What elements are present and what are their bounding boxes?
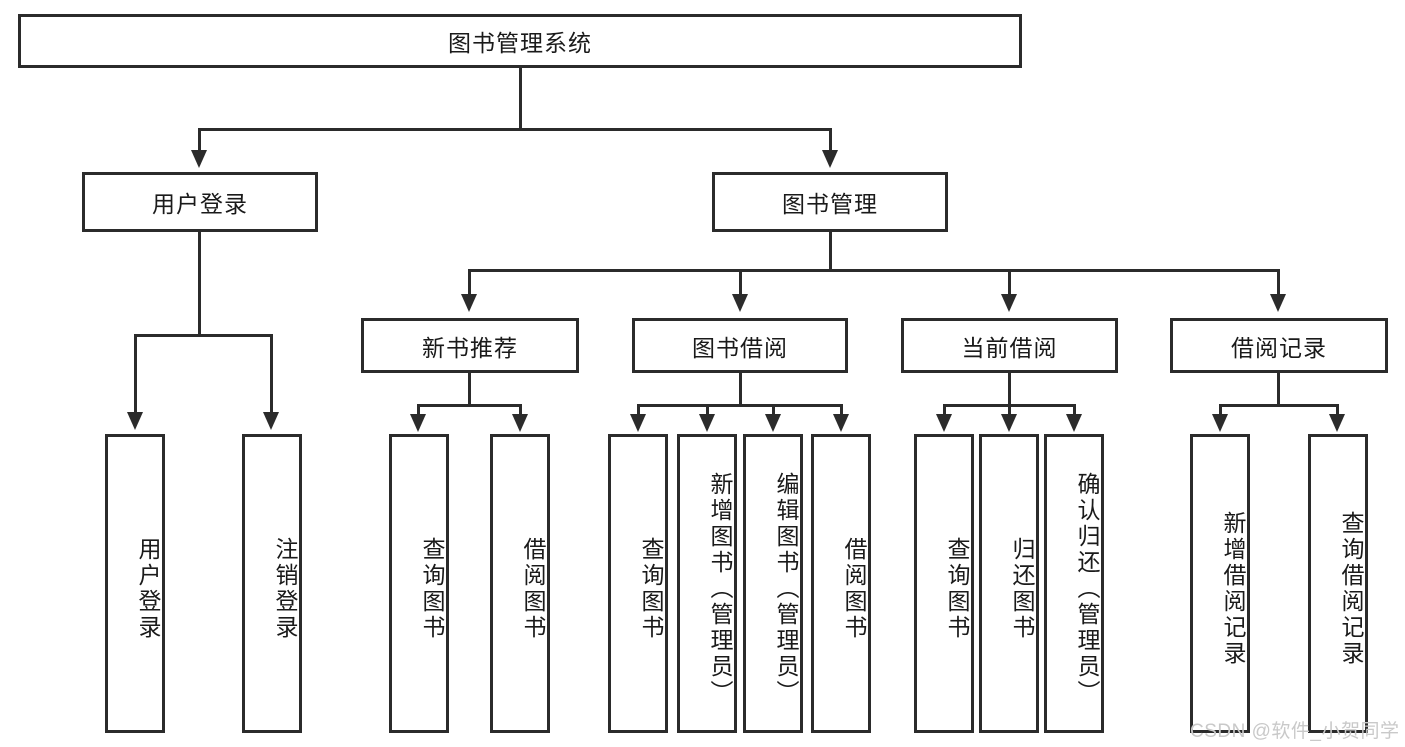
node-root[interactable]: 图书管理系统 bbox=[18, 14, 1022, 68]
edge-book-borrow-to-leaf-2 bbox=[706, 404, 709, 417]
node-leaf-borrow-book-2-label: 借阅图书 bbox=[841, 536, 867, 641]
node-leaf-confirm-return-label: 确认归还（管理员） bbox=[1074, 471, 1100, 706]
edge-borrow-record-to-leaf-1 bbox=[1219, 404, 1222, 417]
node-leaf-borrow-book-2[interactable]: 借阅图书 bbox=[811, 434, 871, 733]
edge-book-borrow-stem bbox=[739, 373, 742, 406]
arrow-new-book-to-leaf-1 bbox=[410, 414, 426, 432]
edge-book-borrow-to-leaf-3 bbox=[772, 404, 775, 417]
node-leaf-return-book[interactable]: 归还图书 bbox=[979, 434, 1039, 733]
node-leaf-query-book-1-label: 查询图书 bbox=[419, 536, 445, 641]
arrow-book-borrow-to-leaf-4 bbox=[833, 414, 849, 432]
node-leaf-query-record[interactable]: 查询借阅记录 bbox=[1308, 434, 1368, 733]
watermark-text: CSDN @软件_小贺同学 bbox=[1190, 721, 1400, 742]
edge-borrow-record-stem bbox=[1277, 373, 1280, 406]
edge-book-borrow-bus bbox=[637, 404, 843, 407]
arrow-book-manage-to-borrow-record bbox=[1270, 294, 1286, 312]
node-book-manage-label: 图书管理 bbox=[782, 191, 878, 217]
edge-user-login-to-leaf-1 bbox=[134, 334, 137, 414]
node-root-label: 图书管理系统 bbox=[448, 30, 592, 56]
edge-book-manage-stem bbox=[829, 232, 832, 272]
arrow-borrow-record-to-leaf-2 bbox=[1329, 414, 1345, 432]
node-new-book-recommend-label: 新书推荐 bbox=[422, 334, 518, 361]
node-leaf-user-logout-label: 注销登录 bbox=[272, 536, 298, 641]
node-new-book-recommend[interactable]: 新书推荐 bbox=[361, 318, 579, 373]
node-borrow-record-label: 借阅记录 bbox=[1231, 334, 1327, 361]
node-leaf-query-book-2-label: 查询图书 bbox=[638, 536, 664, 641]
node-leaf-add-book-label: 新增图书（管理员） bbox=[707, 471, 733, 706]
node-current-borrow-label: 当前借阅 bbox=[961, 334, 1058, 361]
arrow-book-borrow-to-leaf-1 bbox=[630, 414, 646, 432]
arrow-book-borrow-to-leaf-2 bbox=[699, 414, 715, 432]
arrow-current-borrow-to-leaf-3 bbox=[1066, 414, 1082, 432]
node-leaf-confirm-return[interactable]: 确认归还（管理员） bbox=[1044, 434, 1104, 733]
edge-book-manage-to-borrow-record bbox=[1277, 269, 1280, 296]
edge-current-borrow-to-leaf-2 bbox=[1008, 404, 1011, 417]
arrow-book-borrow-to-leaf-3 bbox=[765, 414, 781, 432]
node-book-borrow-label: 图书借阅 bbox=[692, 334, 788, 361]
edge-book-borrow-to-leaf-1 bbox=[637, 404, 640, 417]
edge-root-stem bbox=[519, 68, 522, 130]
node-leaf-query-book-1[interactable]: 查询图书 bbox=[389, 434, 449, 733]
arrow-book-manage-to-new-book bbox=[461, 294, 477, 312]
node-current-borrow[interactable]: 当前借阅 bbox=[901, 318, 1118, 373]
edge-book-manage-to-new-book bbox=[468, 269, 471, 296]
arrow-new-book-to-leaf-2 bbox=[512, 414, 528, 432]
edge-new-book-to-leaf-2 bbox=[519, 404, 522, 417]
arrow-current-borrow-to-leaf-2 bbox=[1001, 414, 1017, 432]
node-leaf-edit-book-label: 编辑图书（管理员） bbox=[773, 471, 799, 706]
arrow-book-manage-to-current-borrow bbox=[1001, 294, 1017, 312]
node-leaf-borrow-book-1-label: 借阅图书 bbox=[520, 536, 546, 641]
edge-user-login-stem bbox=[198, 232, 201, 336]
node-leaf-add-record[interactable]: 新增借阅记录 bbox=[1190, 434, 1250, 733]
node-leaf-user-logout[interactable]: 注销登录 bbox=[242, 434, 302, 733]
edge-book-borrow-to-leaf-4 bbox=[840, 404, 843, 417]
arrow-root-to-book-manage bbox=[822, 150, 838, 168]
node-user-login-label: 用户登录 bbox=[152, 191, 248, 217]
arrow-borrow-record-to-leaf-1 bbox=[1212, 414, 1228, 432]
node-leaf-user-login-label: 用户登录 bbox=[135, 536, 161, 641]
node-leaf-query-book-3[interactable]: 查询图书 bbox=[914, 434, 974, 733]
node-user-login[interactable]: 用户登录 bbox=[82, 172, 318, 232]
edge-current-borrow-stem bbox=[1008, 373, 1011, 406]
node-leaf-query-book-3-label: 查询图书 bbox=[944, 536, 970, 641]
edge-borrow-record-to-leaf-2 bbox=[1336, 404, 1339, 417]
node-borrow-record[interactable]: 借阅记录 bbox=[1170, 318, 1388, 373]
node-leaf-add-record-label: 新增借阅记录 bbox=[1220, 510, 1246, 667]
edge-user-login-bus bbox=[134, 334, 273, 337]
node-leaf-user-login[interactable]: 用户登录 bbox=[105, 434, 165, 733]
arrow-book-manage-to-book-borrow bbox=[732, 294, 748, 312]
edge-user-login-to-leaf-2 bbox=[270, 334, 273, 414]
edge-current-borrow-to-leaf-3 bbox=[1073, 404, 1076, 417]
node-leaf-return-book-label: 归还图书 bbox=[1009, 536, 1035, 641]
node-leaf-query-book-2[interactable]: 查询图书 bbox=[608, 434, 668, 733]
edge-root-to-user-login bbox=[198, 128, 201, 152]
edge-root-bus bbox=[198, 128, 832, 131]
edge-root-to-book-manage bbox=[829, 128, 832, 152]
node-leaf-edit-book[interactable]: 编辑图书（管理员） bbox=[743, 434, 803, 733]
edge-book-manage-to-book-borrow bbox=[739, 269, 742, 296]
arrow-user-login-to-leaf-2 bbox=[263, 412, 279, 430]
edge-new-book-bus bbox=[417, 404, 522, 407]
edge-new-book-to-leaf-1 bbox=[417, 404, 420, 417]
edge-book-manage-to-current-borrow bbox=[1008, 269, 1011, 296]
arrow-current-borrow-to-leaf-1 bbox=[936, 414, 952, 432]
node-leaf-query-record-label: 查询借阅记录 bbox=[1338, 510, 1364, 667]
node-leaf-add-book[interactable]: 新增图书（管理员） bbox=[677, 434, 737, 733]
node-book-manage[interactable]: 图书管理 bbox=[712, 172, 948, 232]
edge-new-book-stem bbox=[468, 373, 471, 406]
edge-book-manage-bus bbox=[468, 269, 1280, 272]
edge-current-borrow-to-leaf-1 bbox=[943, 404, 946, 417]
edge-borrow-record-bus bbox=[1219, 404, 1339, 407]
node-leaf-borrow-book-1[interactable]: 借阅图书 bbox=[490, 434, 550, 733]
arrow-root-to-user-login bbox=[191, 150, 207, 168]
arrow-user-login-to-leaf-1 bbox=[127, 412, 143, 430]
node-book-borrow[interactable]: 图书借阅 bbox=[632, 318, 848, 373]
